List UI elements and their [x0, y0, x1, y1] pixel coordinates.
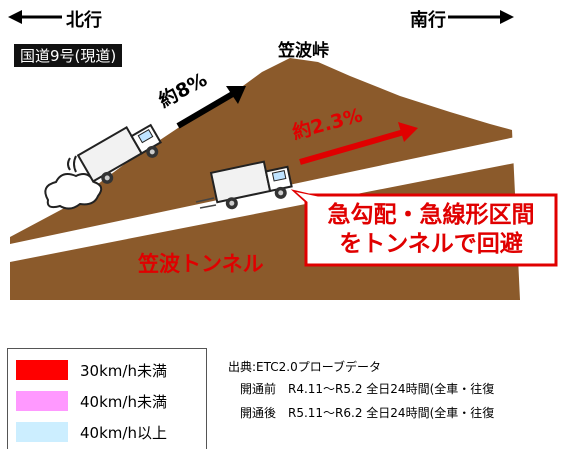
north-arrow	[8, 10, 62, 24]
tunnel-name-label: 笠波トンネル	[138, 252, 264, 276]
truck-old-road-icon	[76, 123, 163, 184]
tunnel-road	[10, 136, 520, 262]
source-after: 開通後 R5.11～R6.2 全日24時間(全車・往復	[240, 406, 495, 420]
callout: 急勾配・急線形区間 をトンネルで回避	[306, 195, 556, 265]
south-arrow	[448, 10, 514, 24]
legend-item: 40km/h以上	[16, 421, 167, 443]
callout-frame	[304, 193, 558, 267]
north-direction-label: 北行	[66, 10, 102, 31]
legend-swatch	[16, 360, 68, 380]
callout-line-1: 急勾配・急線形区間	[327, 202, 535, 228]
legend-label: 30km/h未満	[80, 361, 167, 380]
motion-lines-icon	[67, 155, 77, 173]
route-badge: 国道9号(現道)	[14, 44, 123, 67]
speed-lines-icon	[195, 197, 217, 209]
legend-label: 40km/h以上	[80, 423, 167, 442]
truck-tunnel-icon	[209, 160, 293, 210]
dust-cloud-icon	[44, 173, 103, 210]
pass-name-label: 笠波峠	[278, 41, 329, 61]
source-title: 出典:ETC2.0プローブデータ	[228, 360, 381, 374]
old-road-arrow	[176, 86, 246, 129]
legend-swatch	[16, 391, 68, 411]
speed-legend: 30km/h未満 40km/h未満 40km/h以上	[7, 348, 207, 449]
callout-line-2: をトンネルで回避	[339, 231, 523, 257]
legend-item: 30km/h未満	[16, 359, 167, 381]
tunnel-arrow	[299, 122, 418, 165]
legend-label: 40km/h未満	[80, 392, 167, 411]
legend-swatch	[16, 422, 68, 442]
source-before: 開通前 R4.11～R5.2 全日24時間(全車・往復	[240, 382, 495, 396]
legend-item: 40km/h未満	[16, 390, 167, 412]
south-direction-label: 南行	[410, 10, 446, 31]
